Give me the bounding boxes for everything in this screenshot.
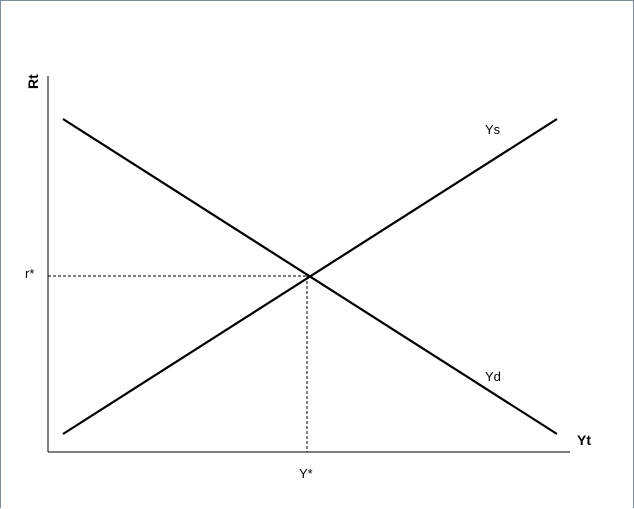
supply-curve	[62, 118, 558, 435]
y-star-label: Y*	[299, 466, 313, 481]
supply-curve-label: Ys	[485, 122, 501, 137]
r-star-label: r*	[25, 266, 34, 281]
y-axis-label: Rt	[25, 74, 41, 89]
x-axis-label: Yt	[577, 432, 591, 448]
demand-curve-label: Yd	[485, 369, 501, 384]
